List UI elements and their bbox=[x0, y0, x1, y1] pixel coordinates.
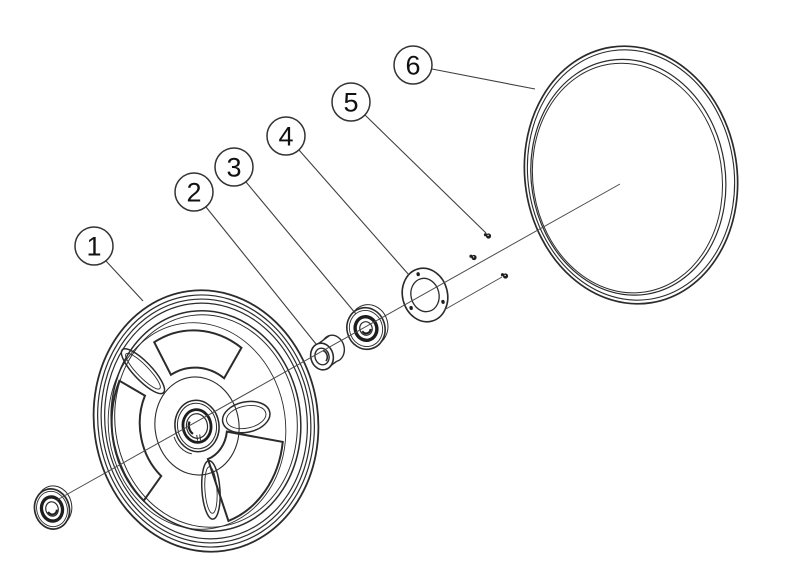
spacer-bushing bbox=[308, 333, 348, 373]
hub-boss bbox=[149, 371, 246, 480]
leader-line-3 bbox=[246, 182, 356, 314]
screw bbox=[483, 233, 492, 239]
callout-balloon-2: 2 bbox=[175, 173, 213, 211]
leader-line-4 bbox=[299, 150, 409, 275]
mounting-screws bbox=[469, 233, 509, 279]
spoke-window bbox=[153, 323, 245, 387]
callout-balloon-4: 4 bbox=[267, 117, 305, 155]
tire-ring bbox=[506, 31, 756, 320]
leader-line-2 bbox=[206, 207, 316, 344]
washer-hole bbox=[416, 272, 420, 277]
retaining-washer bbox=[397, 263, 454, 326]
face-oval-boss bbox=[220, 397, 273, 436]
screw-alignment-line bbox=[444, 277, 502, 310]
screw bbox=[500, 273, 509, 279]
screw bbox=[469, 254, 477, 261]
callout-balloon-6: 6 bbox=[394, 46, 432, 84]
washer-hole bbox=[409, 305, 413, 311]
callout-balloon-5: 5 bbox=[332, 83, 370, 121]
ball-bearing-front bbox=[29, 482, 76, 533]
spoke-window bbox=[204, 424, 292, 522]
wheel-face bbox=[95, 311, 299, 541]
balloon-circle bbox=[394, 46, 432, 84]
face-petal bbox=[117, 343, 170, 400]
balloon-number: 1 bbox=[86, 232, 101, 262]
balloon-number: 6 bbox=[405, 51, 420, 81]
balloon-number: 4 bbox=[278, 122, 293, 152]
spoke-window bbox=[105, 377, 164, 504]
balloon-circle bbox=[175, 173, 213, 211]
balloon-number: 5 bbox=[343, 88, 358, 118]
washer-hole bbox=[441, 299, 445, 304]
ball-bearing bbox=[342, 300, 393, 353]
balloon-number: 3 bbox=[226, 153, 241, 183]
balloon-circle bbox=[75, 227, 113, 265]
leader-line-5 bbox=[365, 115, 486, 233]
callout-balloon-1: 1 bbox=[75, 227, 113, 265]
main-wheel bbox=[77, 276, 335, 567]
face-petal bbox=[200, 460, 222, 519]
balloon-number: 2 bbox=[186, 178, 201, 208]
balloon-circle bbox=[332, 83, 370, 121]
leader-line-1 bbox=[106, 261, 143, 301]
center-axis-line bbox=[57, 184, 620, 500]
leader-line-6 bbox=[432, 69, 535, 89]
leader-lines bbox=[106, 69, 535, 344]
balloon-circle bbox=[267, 117, 305, 155]
balloon-circle bbox=[215, 148, 253, 186]
callout-balloon-3: 3 bbox=[215, 148, 253, 186]
hub-bore-shading bbox=[188, 421, 193, 434]
